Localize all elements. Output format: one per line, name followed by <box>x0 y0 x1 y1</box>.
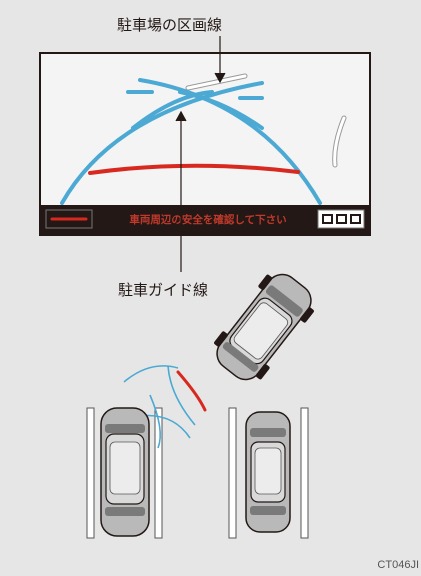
figure-code: CT046JI <box>377 559 419 571</box>
car-icon <box>214 273 314 381</box>
rear-guide-arcs <box>123 365 196 449</box>
warning-distance-line <box>88 163 300 175</box>
guide-lines-label: 駐車ガイド線 <box>118 281 209 299</box>
guide-lines <box>60 78 322 205</box>
parked-car-right <box>245 411 291 533</box>
camera-view-icon <box>317 209 365 229</box>
camera-screen: 車両周辺の安全を確認して下さい <box>39 52 371 236</box>
parking-slot-lines <box>86 407 309 539</box>
parked-car-left <box>100 407 150 537</box>
screen-status-bar: 車両周辺の安全を確認して下さい <box>41 205 369 234</box>
rear-red-line <box>176 370 207 412</box>
screen-warning-message: 車両周辺の安全を確認して下さい <box>129 213 286 226</box>
parking-lines-label: 駐車場の区画線 <box>117 16 223 34</box>
callout-lines <box>175 36 226 272</box>
